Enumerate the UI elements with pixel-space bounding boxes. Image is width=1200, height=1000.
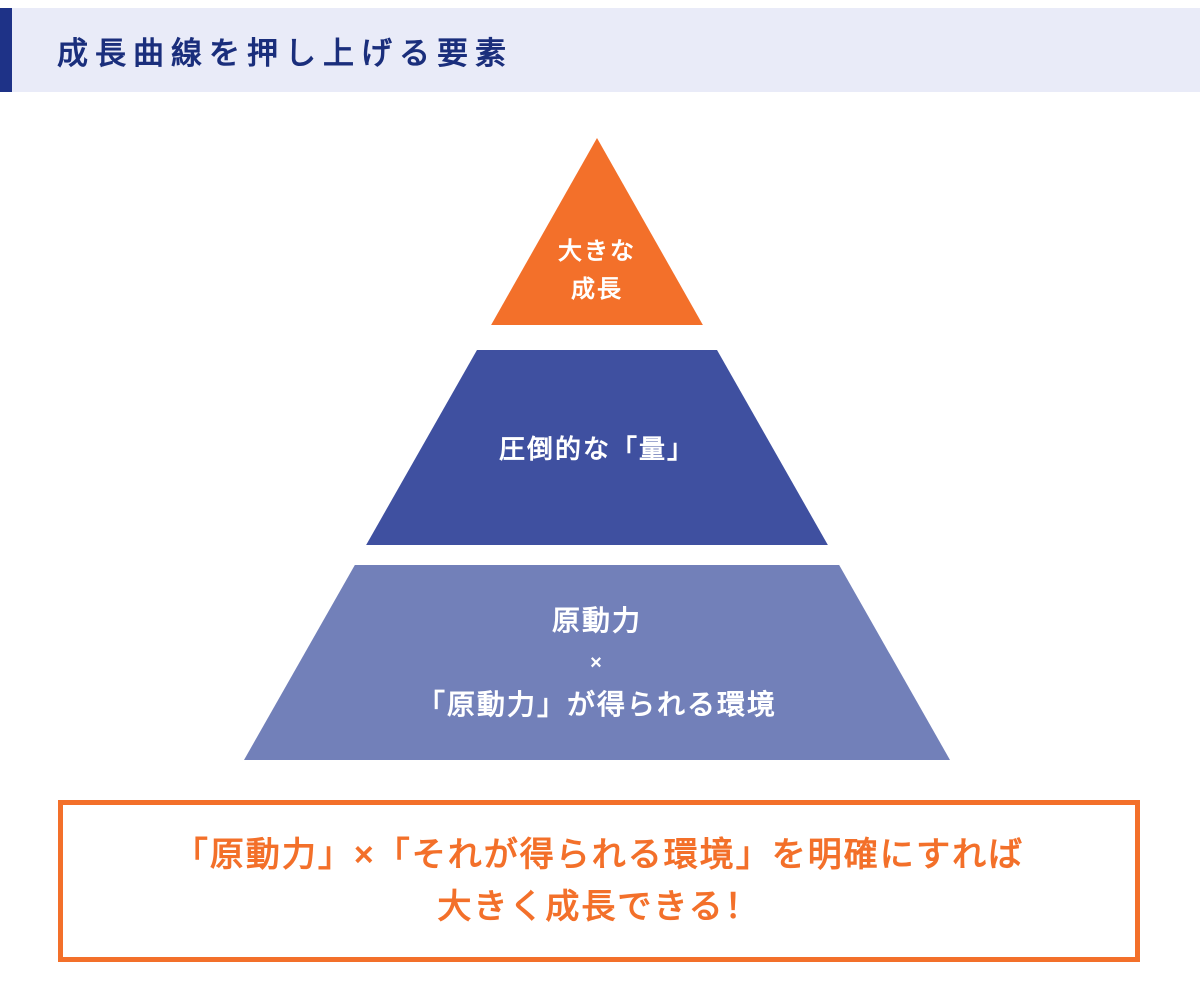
tier-bottom-label-line2: 「原動力」が得られる環境 xyxy=(416,688,777,720)
pyramid-tier-middle: 圧倒的な「量」 xyxy=(366,350,828,545)
tier-top-label-line1: 大きな xyxy=(558,238,636,265)
conclusion-line1: 「原動力」×「それが得られる環境」を明確にすれば xyxy=(173,836,1025,874)
pyramid-tier-bottom: 原動力 × 「原動力」が得られる環境 xyxy=(244,565,950,760)
pyramid-tier-top: 大きな 成長 xyxy=(491,138,703,325)
tier-bottom-label-line1: 原動力 xyxy=(551,604,642,636)
conclusion-box: 「原動力」×「それが得られる環境」を明確にすれば 大きく成長できる！ xyxy=(58,800,1140,962)
conclusion-line2: 大きく成長できる！ xyxy=(437,888,761,926)
header-accent-bar xyxy=(0,8,12,92)
header-band: 成長曲線を押し上げる要素 xyxy=(0,8,1200,92)
page-title: 成長曲線を押し上げる要素 xyxy=(57,35,513,71)
multiply-icon: × xyxy=(590,651,604,674)
tier-top-label-line2: 成長 xyxy=(571,276,623,303)
growth-pyramid: 大きな 成長 圧倒的な「量」 原動力 × 「原動力」が得られる環境 xyxy=(244,138,950,760)
tier-middle-label: 圧倒的な「量」 xyxy=(498,434,695,464)
